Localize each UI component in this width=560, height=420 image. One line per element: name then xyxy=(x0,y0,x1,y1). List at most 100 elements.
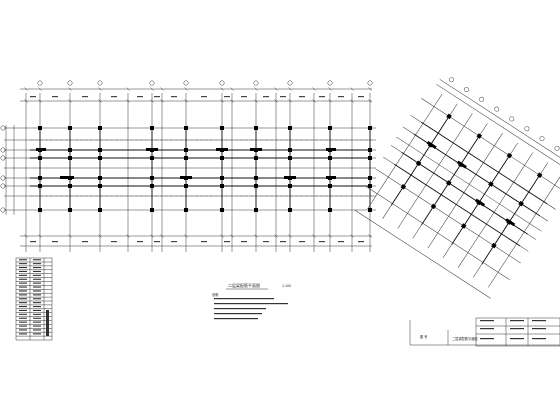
column xyxy=(98,176,102,180)
dimension-text-mark xyxy=(171,241,177,243)
column xyxy=(328,126,332,130)
dimension-tick xyxy=(126,87,130,91)
legend-text-mark xyxy=(19,313,27,315)
shear-wall xyxy=(505,218,516,227)
legend-text-mark xyxy=(33,278,41,280)
legend-text-mark xyxy=(19,270,27,272)
dimension-tick xyxy=(274,87,278,91)
axis-bubble xyxy=(539,136,545,141)
column xyxy=(288,184,292,188)
column xyxy=(368,126,372,130)
column xyxy=(506,152,513,159)
dimension-text-mark xyxy=(338,96,344,98)
legend-text-mark xyxy=(33,329,41,331)
column xyxy=(184,184,188,188)
dimension-tick xyxy=(274,234,278,238)
axis-bubble xyxy=(37,80,43,86)
title-block-text-mark xyxy=(510,320,524,322)
axis-bubble xyxy=(287,80,293,86)
note-text-line xyxy=(214,298,274,300)
dimension-tick xyxy=(230,99,234,103)
dimension-tick xyxy=(126,99,130,103)
column xyxy=(518,200,524,207)
column xyxy=(184,126,188,130)
column xyxy=(38,176,42,180)
legend-text-mark xyxy=(33,259,41,261)
floor-legend-table xyxy=(15,257,53,341)
note-text-line xyxy=(214,303,288,305)
column xyxy=(98,126,102,130)
dimension-text-mark xyxy=(111,241,117,243)
title-block-text-mark xyxy=(510,338,524,340)
beam-line xyxy=(421,121,548,205)
dimension-text-mark xyxy=(111,96,117,98)
beam-line xyxy=(393,163,521,247)
dimension-tick xyxy=(274,99,278,103)
dimension-tick xyxy=(160,99,164,103)
shear-wall xyxy=(326,148,336,151)
axis-bubble xyxy=(183,80,189,86)
axis-bubble xyxy=(0,125,6,131)
dimension-tick xyxy=(98,99,102,103)
dimension-text-mark xyxy=(299,96,305,98)
title-block-text-mark xyxy=(480,338,494,340)
legend-text-mark xyxy=(19,278,27,280)
legend-text-mark xyxy=(19,302,27,304)
column xyxy=(220,208,224,212)
dimension-text-mark xyxy=(82,241,88,243)
dimension-tick xyxy=(220,234,224,238)
dimension-text-mark xyxy=(82,96,88,98)
legend-text-mark xyxy=(19,317,27,319)
column xyxy=(98,156,102,160)
column xyxy=(184,148,188,152)
legend-text-mark xyxy=(19,274,27,276)
dimension-tick xyxy=(220,87,224,91)
dimension-tick xyxy=(254,87,258,91)
dimension-tick xyxy=(68,87,72,91)
dimension-tick xyxy=(312,99,316,103)
axis-bubble xyxy=(0,175,6,181)
dimension-text-mark xyxy=(338,241,344,243)
title-block-text-mark xyxy=(480,320,494,322)
dimension-text-mark xyxy=(241,96,247,98)
legend-text-mark xyxy=(19,259,27,261)
beam-line xyxy=(421,134,481,226)
dimension-text-mark xyxy=(52,96,58,98)
grid-axis-line xyxy=(396,136,542,232)
column xyxy=(328,208,332,212)
column xyxy=(488,181,494,187)
legend-text-mark xyxy=(33,290,41,292)
grid-axis-line xyxy=(367,93,443,210)
legend-text-mark xyxy=(19,298,27,300)
dimension-text-mark xyxy=(280,241,286,243)
title-block: 图 号 二层梁配筋平面图 xyxy=(409,317,560,347)
dimension-tick xyxy=(68,99,72,103)
dimension-tick xyxy=(160,234,164,238)
dimension-tick xyxy=(24,87,28,91)
dimension-text-mark xyxy=(154,241,160,243)
column xyxy=(415,160,422,167)
dimension-tick xyxy=(230,234,234,238)
legend-text-mark xyxy=(19,321,27,323)
dimension-tick xyxy=(150,234,154,238)
legend-text-mark xyxy=(19,294,27,296)
axis-bubble xyxy=(253,80,259,86)
dimension-tick xyxy=(24,99,28,103)
notes-heading: 说明 xyxy=(212,292,218,297)
column xyxy=(400,184,407,190)
dimension-tick xyxy=(328,87,332,91)
legend-text-mark xyxy=(33,294,41,296)
dimension-text-mark xyxy=(154,96,160,98)
dimension-tick xyxy=(368,99,372,103)
column xyxy=(254,184,258,188)
column xyxy=(368,184,372,188)
dimension-tick xyxy=(254,99,258,103)
dimension-tick xyxy=(350,87,354,91)
column xyxy=(38,184,42,188)
axis-bubble xyxy=(554,145,560,151)
title-block-text-mark xyxy=(480,328,494,330)
legend-text-mark xyxy=(33,302,41,304)
legend-text-mark xyxy=(19,286,27,288)
title-block-text-mark xyxy=(510,328,524,330)
